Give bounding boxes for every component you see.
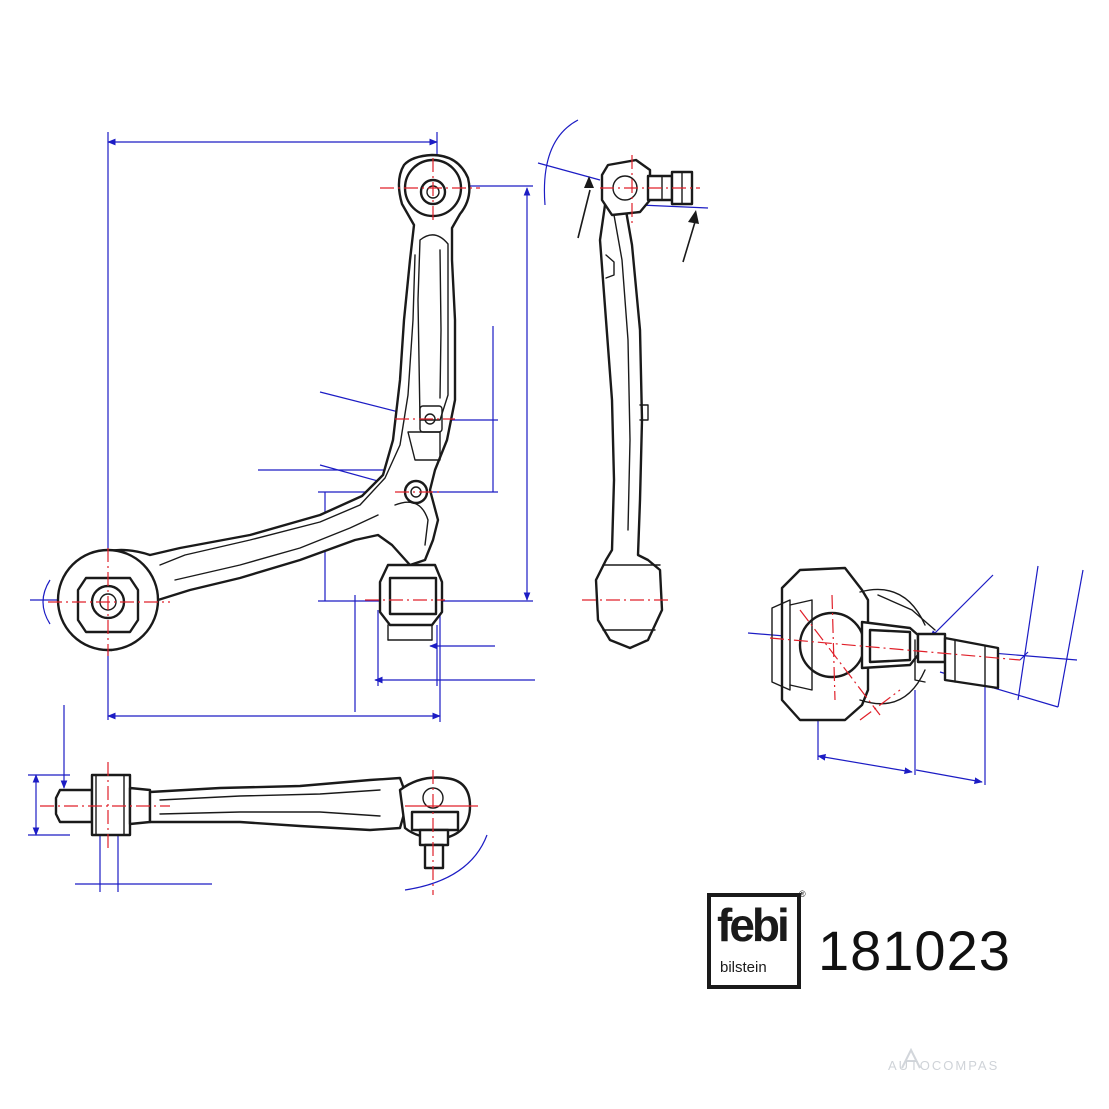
bottom-view — [28, 705, 488, 895]
part-number: 181023 — [818, 919, 1011, 982]
logo-subtext: bilstein — [720, 959, 767, 976]
registered-mark: ® — [799, 889, 806, 899]
top-view — [30, 132, 535, 722]
ball-joint-section — [747, 565, 1084, 785]
watermark-text: AUTOCOMPAS — [888, 1058, 1000, 1073]
side-view — [537, 119, 709, 650]
logo-frame: febi bilstein — [707, 893, 801, 989]
watermark-icon — [901, 1048, 921, 1069]
logo-word: febi — [717, 899, 790, 951]
